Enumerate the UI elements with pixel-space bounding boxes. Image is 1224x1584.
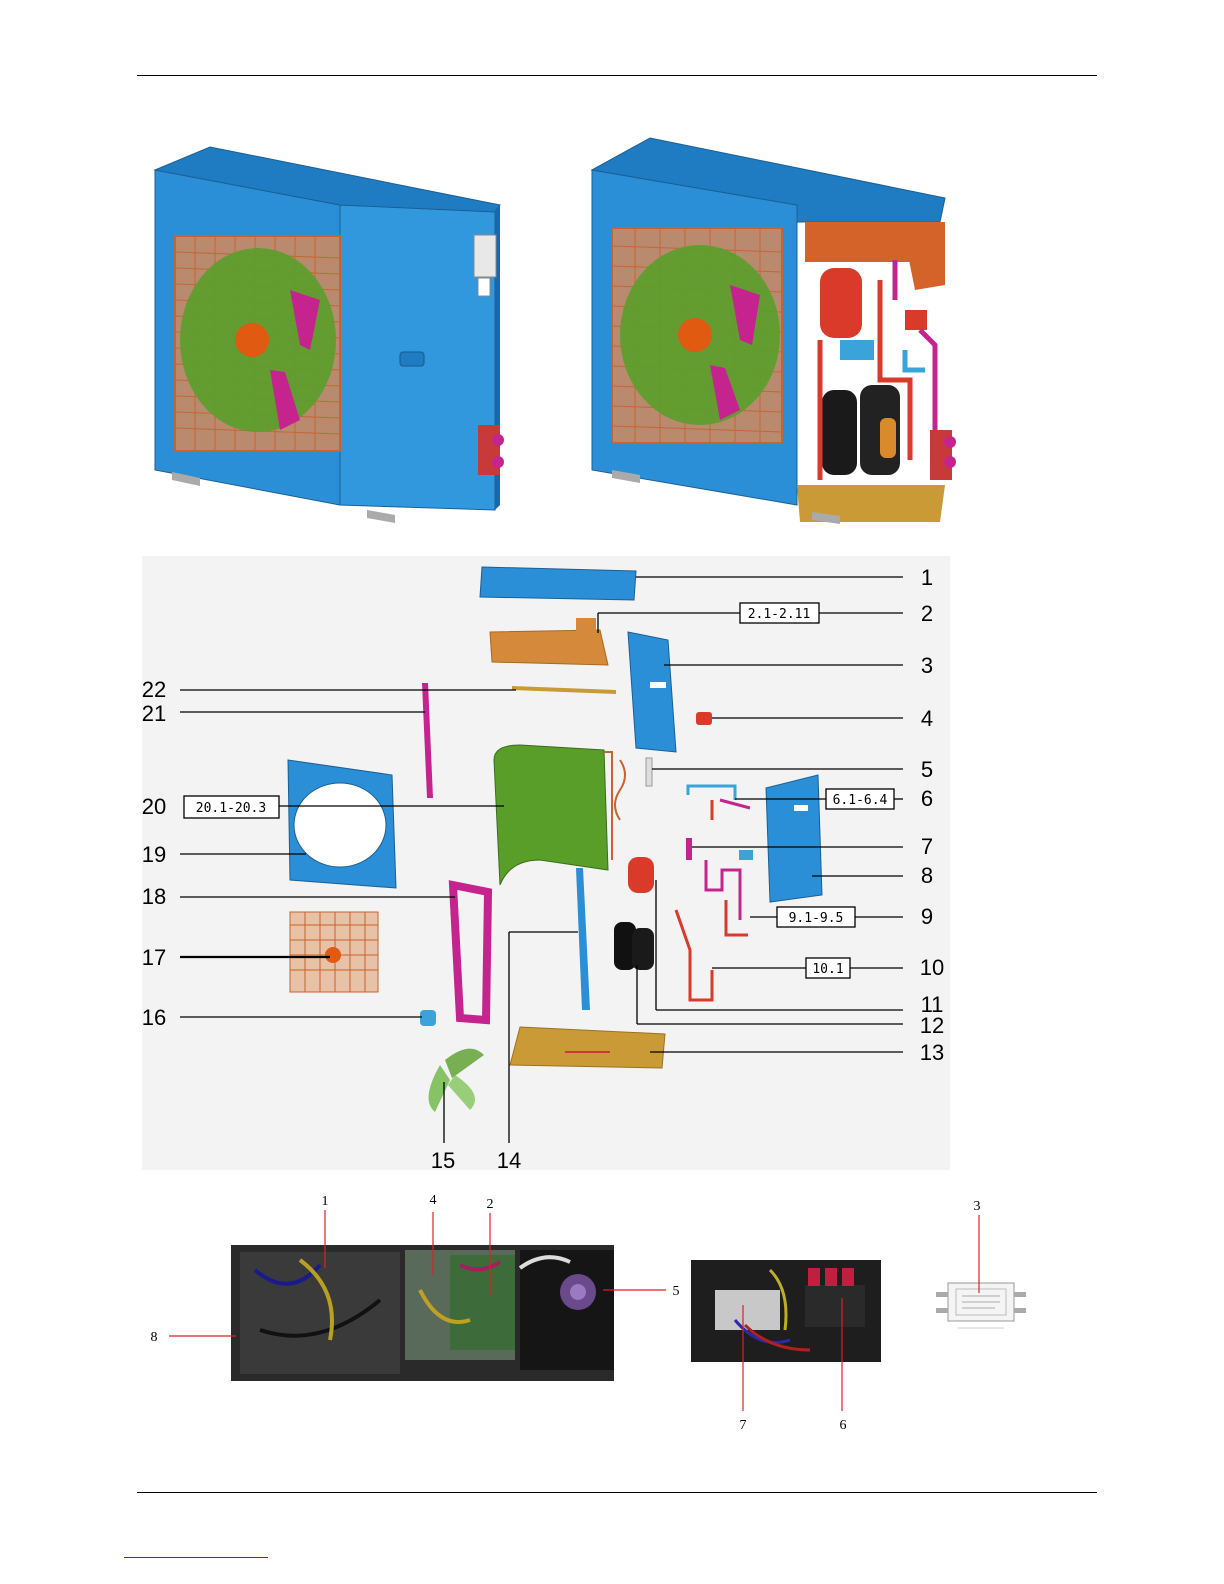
fan-hub-icon	[235, 323, 269, 357]
callout-5: 5	[921, 757, 933, 782]
callout-3: 3	[921, 653, 933, 678]
callout-4: 4	[921, 706, 933, 731]
control-box-label-1: 1	[322, 1194, 329, 1209]
callout-14: 14	[497, 1148, 521, 1173]
callout-7: 7	[921, 834, 933, 859]
callout-20: 20	[142, 794, 166, 819]
callout-16: 16	[142, 1005, 166, 1030]
callout-6: 6	[921, 786, 933, 811]
callout-10: 10	[920, 955, 944, 980]
accumulator-icon	[820, 268, 862, 338]
filter-label-3: 3	[974, 1199, 981, 1214]
callout-sub-10: 10.1	[812, 962, 843, 977]
assembled-unit-front	[155, 147, 504, 523]
callout-9: 9	[921, 904, 933, 929]
callout-17: 17	[142, 945, 166, 970]
callout-21: 21	[142, 701, 166, 726]
callout-sub-2: 2.1-2.11	[748, 607, 811, 622]
callout-sub-20: 20.1-20.3	[196, 801, 266, 816]
callout-15: 15	[431, 1148, 455, 1173]
compressor-icon	[822, 390, 857, 475]
terminal-label-7: 7	[740, 1418, 747, 1433]
assembled-unit-open	[592, 138, 956, 524]
control-box-label-4: 4	[430, 1193, 437, 1208]
callout-sub-9: 9.1-9.5	[789, 911, 844, 926]
callout-13: 13	[920, 1040, 944, 1065]
control-box-label-2: 2	[487, 1197, 494, 1212]
terminal-label-6: 6	[840, 1418, 847, 1433]
callout-2: 2	[921, 601, 933, 626]
callout-12: 12	[920, 1013, 944, 1038]
control-box-label-8: 8	[151, 1330, 158, 1345]
callout-19: 19	[142, 842, 166, 867]
terminal-block-photo	[691, 1260, 881, 1362]
filter-photo	[936, 1283, 1026, 1328]
callout-18: 18	[142, 884, 166, 909]
callout-1: 1	[921, 565, 933, 590]
callout-22: 22	[142, 677, 166, 702]
control-box-label-5: 5	[673, 1284, 680, 1299]
callout-sub-6: 6.1-6.4	[833, 793, 888, 808]
callout-8: 8	[921, 863, 933, 888]
control-box-photo	[231, 1245, 614, 1381]
